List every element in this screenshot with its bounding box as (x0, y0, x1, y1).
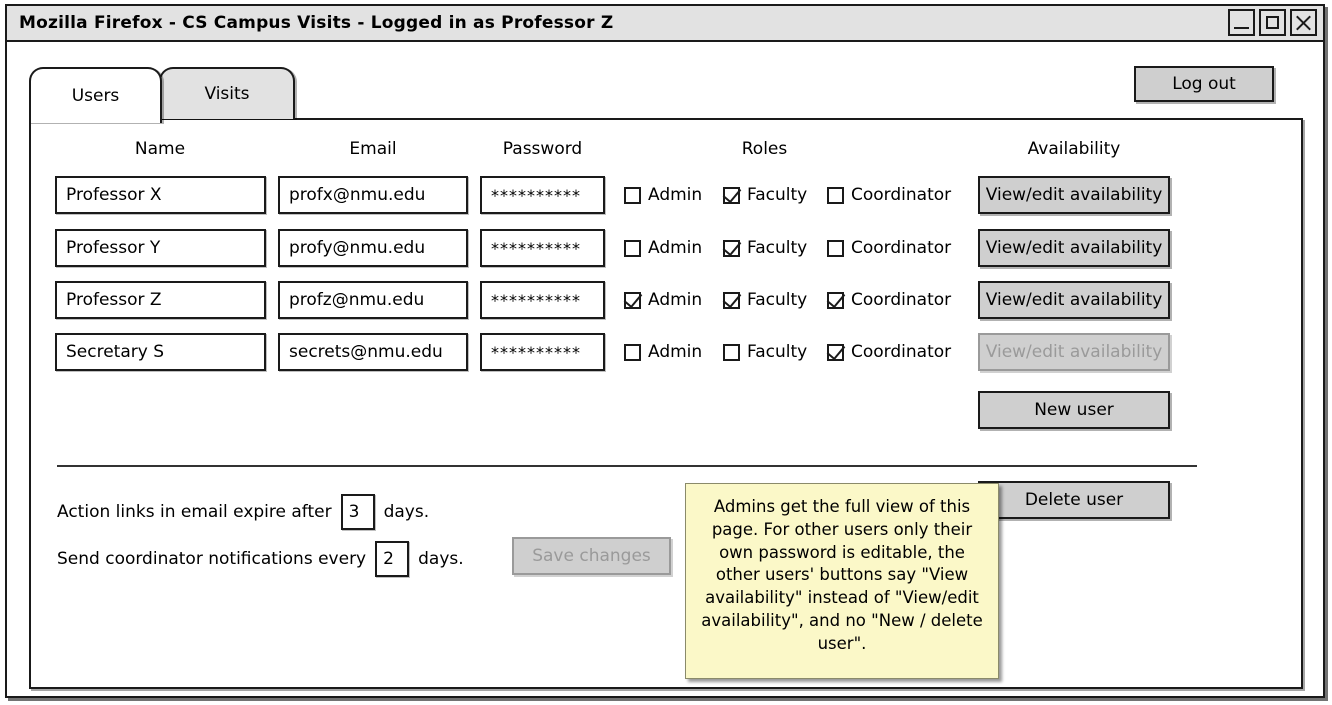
setting-notify-label-suffix: days. (418, 549, 464, 569)
role-label-admin: Admin (648, 342, 703, 362)
setting-expire-label-suffix: days. (383, 502, 430, 522)
save-changes-button[interactable]: Save changes (512, 537, 671, 575)
logout-button[interactable]: Log out (1134, 66, 1274, 102)
role-checkbox-admin[interactable]: Admin (624, 176, 702, 214)
column-header-roles: Roles (741, 139, 788, 159)
role-label-admin: Admin (648, 290, 703, 310)
role-label-faculty: Faculty (747, 185, 808, 205)
email-field[interactable]: profx@nmu.edu (278, 176, 468, 214)
email-field[interactable]: profz@nmu.edu (278, 281, 468, 319)
password-field[interactable]: ********** (480, 229, 605, 267)
role-checkbox-coordinator[interactable]: Coordinator (827, 229, 951, 267)
checkbox-box[interactable] (624, 239, 641, 257)
setting-notify-label-prefix: Send coordinator notifications every (57, 549, 367, 569)
setting-expire-label-prefix: Action links in email expire after (57, 502, 332, 522)
section-divider (57, 465, 1197, 467)
minimize-icon[interactable] (1228, 9, 1255, 36)
notify-days-input[interactable]: 2 (375, 541, 410, 577)
name-field[interactable]: Professor X (55, 176, 266, 214)
checkbox-box[interactable] (624, 291, 641, 309)
checkbox-box[interactable] (723, 186, 740, 204)
checkbox-box[interactable] (624, 186, 641, 204)
view-edit-availability-button[interactable]: View/edit availability (978, 333, 1170, 371)
expire-days-input[interactable]: 3 (340, 494, 375, 530)
role-label-faculty: Faculty (747, 238, 808, 258)
role-checkbox-faculty[interactable]: Faculty (723, 281, 807, 319)
role-label-admin: Admin (648, 185, 703, 205)
checkbox-box[interactable] (827, 186, 844, 204)
new-user-button[interactable]: New user (978, 391, 1170, 429)
role-checkbox-coordinator[interactable]: Coordinator (827, 333, 951, 371)
setting-expire-days: Action links in email expire after 3 day… (57, 494, 429, 530)
role-label-coordinator: Coordinator (851, 342, 952, 362)
window-controls (1228, 9, 1317, 36)
name-field[interactable]: Professor Z (55, 281, 266, 319)
role-label-coordinator: Coordinator (851, 185, 952, 205)
role-checkbox-admin[interactable]: Admin (624, 229, 702, 267)
table-row: Professor X profx@nmu.edu ********** Adm… (7, 176, 1323, 228)
tab-visits[interactable]: Visits (159, 67, 295, 119)
checkbox-box[interactable] (723, 239, 740, 257)
role-checkbox-faculty[interactable]: Faculty (723, 176, 807, 214)
view-edit-availability-button[interactable]: View/edit availability (978, 281, 1170, 319)
table-row: Professor Y profy@nmu.edu ********** Adm… (7, 229, 1323, 281)
role-checkbox-faculty[interactable]: Faculty (723, 229, 807, 267)
checkbox-box[interactable] (723, 291, 740, 309)
checkbox-box[interactable] (723, 343, 740, 361)
password-field[interactable]: ********** (480, 176, 605, 214)
sticky-note: Admins get the full view of this page. F… (685, 483, 999, 679)
window-title: Mozilla Firefox - CS Campus Visits - Log… (19, 13, 614, 33)
role-label-coordinator: Coordinator (851, 238, 952, 258)
application-window: Mozilla Firefox - CS Campus Visits - Log… (5, 4, 1325, 698)
column-header-availability: Availability (1027, 139, 1121, 159)
checkbox-box[interactable] (827, 239, 844, 257)
email-field[interactable]: secrets@nmu.edu (278, 333, 468, 371)
delete-user-button[interactable]: Delete user (978, 481, 1170, 519)
maximize-icon[interactable] (1259, 9, 1286, 36)
password-field[interactable]: ********** (480, 281, 605, 319)
view-edit-availability-button[interactable]: View/edit availability (978, 176, 1170, 214)
role-checkbox-admin[interactable]: Admin (624, 281, 702, 319)
column-header-email: Email (349, 139, 397, 159)
column-header-password: Password (502, 139, 583, 159)
checkbox-box[interactable] (827, 343, 844, 361)
setting-notify-days: Send coordinator notifications every 2 d… (57, 541, 464, 577)
role-checkbox-admin[interactable]: Admin (624, 333, 702, 371)
password-field[interactable]: ********** (480, 333, 605, 371)
title-bar: Mozilla Firefox - CS Campus Visits - Log… (7, 6, 1323, 42)
tab-users[interactable]: Users (29, 67, 162, 123)
name-field[interactable]: Professor Y (55, 229, 266, 267)
role-label-coordinator: Coordinator (851, 290, 952, 310)
column-header-name: Name (134, 139, 186, 159)
view-edit-availability-button[interactable]: View/edit availability (978, 229, 1170, 267)
role-checkbox-faculty[interactable]: Faculty (723, 333, 807, 371)
role-checkbox-coordinator[interactable]: Coordinator (827, 176, 951, 214)
active-tab-merge (33, 116, 157, 121)
table-row: Secretary S secrets@nmu.edu ********** A… (7, 333, 1323, 385)
role-checkbox-coordinator[interactable]: Coordinator (827, 281, 951, 319)
email-field[interactable]: profy@nmu.edu (278, 229, 468, 267)
name-field[interactable]: Secretary S (55, 333, 266, 371)
role-label-faculty: Faculty (747, 290, 808, 310)
checkbox-box[interactable] (827, 291, 844, 309)
table-row: Professor Z profz@nmu.edu ********** Adm… (7, 281, 1323, 333)
checkbox-box[interactable] (624, 343, 641, 361)
close-icon[interactable] (1290, 9, 1317, 36)
role-label-admin: Admin (648, 238, 703, 258)
role-label-faculty: Faculty (747, 342, 808, 362)
